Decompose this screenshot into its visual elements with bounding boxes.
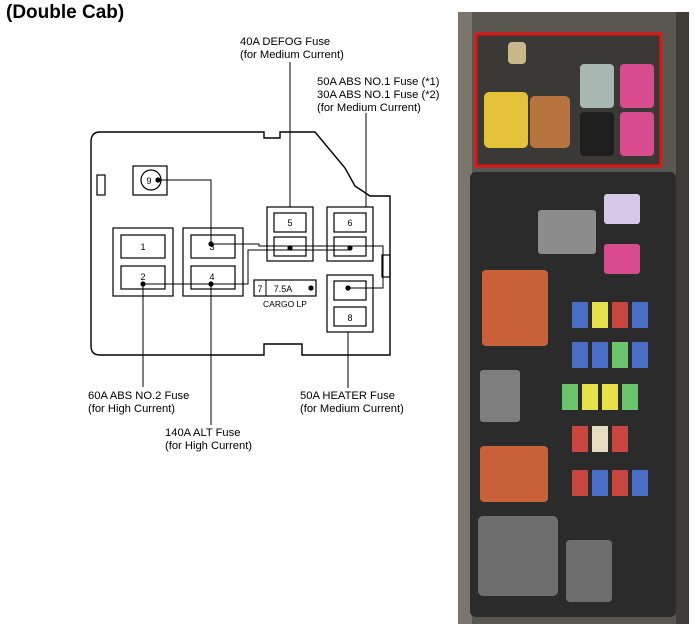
block-6 (326, 206, 374, 262)
mini-fuse (632, 302, 648, 328)
abs1-callout-line3: (for Medium Current) (317, 102, 421, 114)
fuse-black-medium (580, 112, 614, 156)
page-title: (Double Cab) (6, 2, 125, 23)
slot-8-box (333, 306, 367, 327)
fuse-pink-small-2 (604, 244, 640, 274)
dot-8 (345, 285, 351, 291)
relay-orange-large (482, 270, 548, 346)
relay-grey-bottom-1 (478, 516, 558, 596)
fuse-pink-small-1 (604, 194, 640, 224)
mini-fuse (572, 302, 588, 328)
mini-fuse (592, 302, 608, 328)
mini-fuse (632, 470, 648, 496)
slot-4-box (190, 265, 236, 290)
connector-3-8 (211, 243, 384, 289)
highlight-frame (474, 32, 663, 168)
defog-callout-line2: (for Medium Current) (240, 49, 344, 61)
slot-3-box (190, 234, 236, 259)
mini-fuse (612, 470, 628, 496)
alt-callout-line1: 140A ALT Fuse (165, 427, 241, 439)
fuse-tan-large (530, 96, 570, 148)
mini-fuse (612, 302, 628, 328)
photo-left-edge (458, 12, 472, 624)
dot-3 (208, 241, 214, 247)
mini-fuse (622, 384, 638, 410)
photo-bolt-stud (508, 42, 526, 64)
abs1-callout: 50A ABS NO.1 Fuse (*1) 30A ABS NO.1 Fuse… (317, 76, 440, 115)
fuse-box-photo (458, 12, 689, 624)
slot-7-rating: 7.5A (274, 284, 293, 294)
alt-callout-line2: (for High Current) (165, 440, 253, 452)
connector-9-3 (157, 179, 212, 244)
abs2-callout: 60A ABS NO.2 Fuse (for High Current) (88, 390, 189, 416)
relay-grey-mid (480, 370, 520, 422)
alt-callout: 140A ALT Fuse (for High Current) (165, 427, 252, 453)
mini-fuse (582, 384, 598, 410)
mini-fuse (572, 426, 588, 452)
slot-9-label: 9 (146, 176, 151, 186)
left-tab-upper (96, 174, 106, 196)
slot-3-label: 3 (209, 242, 214, 252)
slot-5-box (273, 212, 307, 233)
photo-right-edge (676, 12, 689, 624)
abs1-callout-line2: 30A ABS NO.1 Fuse (*2) (317, 89, 440, 101)
relay-grey-bottom-2 (566, 540, 612, 602)
cargo-lp-label: CARGO LP (263, 299, 307, 309)
mini-fuse (612, 342, 628, 368)
abs1-callout-line1: 50A ABS NO.1 Fuse (*1) (317, 76, 440, 88)
defog-callout: 40A DEFOG Fuse (for Medium Current) (240, 36, 344, 62)
dot-7 (308, 285, 314, 291)
connector-4-5 (211, 249, 290, 285)
fuse-box-diagram: 1 2 3 4 5 6 7 7.5A 8 9 CARGO LP (90, 62, 391, 425)
mini-fuse (572, 470, 588, 496)
block-3-4 (182, 227, 244, 297)
dot-5 (287, 245, 293, 251)
relay-grey-top (538, 210, 596, 254)
slot-2-label: 2 (140, 272, 145, 282)
fuse-yellow-large (484, 92, 528, 148)
heater-callout: 50A HEATER Fuse (for Medium Current) (300, 390, 404, 416)
slot-5-label: 5 (287, 218, 292, 228)
slot-8-label: 8 (347, 313, 352, 323)
mini-fuse (562, 384, 578, 410)
slot-6-label: 6 (347, 218, 352, 228)
mini-fuse-grid (562, 302, 648, 496)
mini-fuse (592, 342, 608, 368)
slot-7-label: 7 (257, 284, 262, 294)
mini-fuse (572, 342, 588, 368)
fuse-pink-medium-2 (620, 112, 654, 156)
abs2-callout-line1: 60A ABS NO.2 Fuse (88, 390, 190, 402)
mini-fuse (602, 384, 618, 410)
slot-7-box (253, 279, 317, 297)
heater-callout-line2: (for Medium Current) (300, 403, 404, 415)
mini-fuse (592, 426, 608, 452)
mini-fuse (612, 426, 628, 452)
slot-1-label: 1 (140, 242, 145, 252)
fuse-box-outline (90, 131, 391, 356)
defog-callout-line1: 40A DEFOG Fuse (240, 36, 331, 48)
relay-orange-small (480, 446, 548, 502)
fuse-pink-medium-1 (620, 64, 654, 108)
slot-1-box (120, 234, 166, 259)
heater-callout-line1: 50A HEATER Fuse (300, 390, 395, 402)
right-tab (381, 254, 391, 278)
mini-fuse (592, 470, 608, 496)
slot-8-upper-box (333, 280, 367, 301)
slot-4-label: 4 (209, 272, 214, 282)
dot-6 (347, 245, 353, 251)
dot-9 (155, 177, 161, 183)
block-8 (326, 274, 374, 333)
mini-fuse (632, 342, 648, 368)
abs2-callout-line2: (for High Current) (88, 403, 176, 415)
slot-6-box (333, 212, 367, 233)
fuse-clear-medium (580, 64, 614, 108)
